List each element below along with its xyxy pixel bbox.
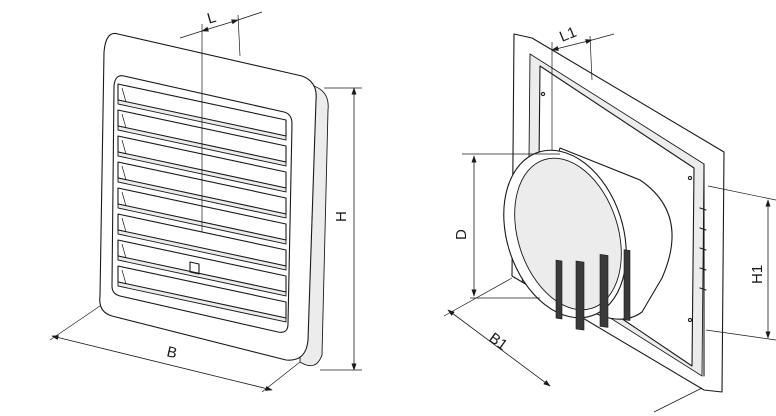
visible-louvres	[555, 249, 631, 331]
l-dimension-line	[201, 19, 239, 32]
grille-dimensions: L H B	[49, 9, 362, 393]
h1-extension-bottom	[705, 329, 776, 341]
l1-leader	[591, 33, 615, 41]
grille-latch	[189, 261, 200, 275]
l-leader-left	[179, 30, 203, 39]
grille-rear-view	[503, 33, 725, 393]
louvre-slat-hinge	[121, 217, 127, 233]
label-b1: B1	[486, 329, 511, 354]
louvre-slat-hinge	[121, 243, 127, 259]
louvre-slat-shadow	[117, 229, 287, 271]
label-h1: H1	[749, 265, 766, 284]
b1-extension-left	[443, 277, 513, 317]
louvre-slat-hinge	[121, 165, 127, 181]
label-d: D	[453, 229, 470, 240]
louvre-slat-shadow	[117, 255, 287, 297]
louvre-slat-hinge	[121, 139, 127, 155]
louvre-slat-hinge	[121, 269, 127, 285]
side-clips	[699, 207, 707, 291]
spigot-inner	[514, 157, 622, 311]
louvre-slat-shadow	[117, 281, 287, 323]
screw-hole-bottom-right	[687, 317, 693, 323]
l1-dimension-line	[551, 39, 593, 51]
label-b: B	[165, 343, 179, 362]
screw-hole-top-right	[687, 175, 693, 181]
louvre-slat-hinge	[121, 191, 127, 207]
label-l: L	[205, 9, 218, 28]
b-dimension-line	[51, 335, 273, 391]
b1-extension-right	[653, 387, 703, 413]
screw-hole-top-left	[540, 91, 546, 97]
h1-extension-top	[707, 185, 776, 201]
b1-dimension-line	[447, 309, 551, 387]
louvre-slat-hinge	[121, 113, 127, 129]
b-extension-left	[49, 305, 101, 341]
label-h: H	[333, 211, 350, 222]
b-extension-right	[261, 361, 301, 393]
l-extension-right	[237, 14, 241, 57]
grille-front-view	[99, 32, 329, 367]
louvre-slat-hinge	[121, 87, 127, 103]
l-leader-right	[237, 11, 263, 21]
label-l1: L1	[557, 24, 579, 46]
